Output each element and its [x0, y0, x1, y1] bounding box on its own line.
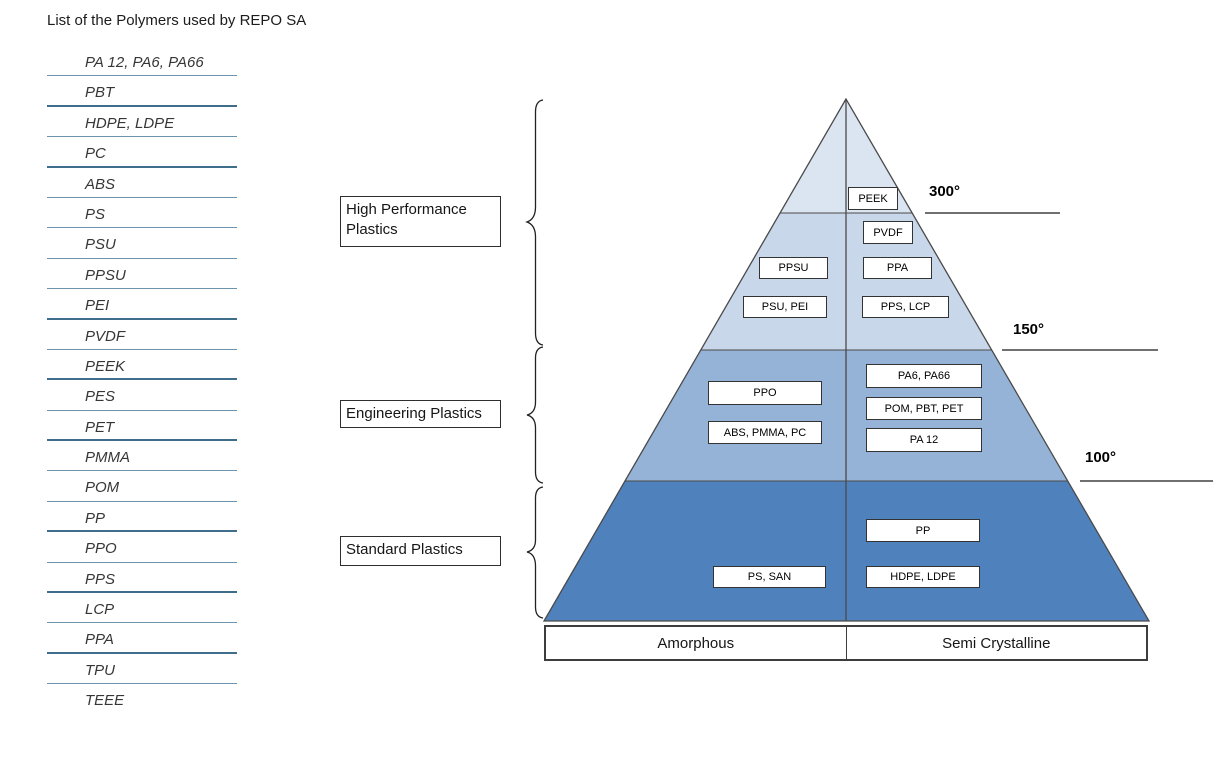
list-item: PC — [47, 137, 237, 168]
list-item: PET — [47, 411, 237, 442]
list-item: POM — [47, 471, 237, 502]
temp-label-100: 100° — [1085, 449, 1117, 466]
list-item: TPU — [47, 654, 237, 685]
pyramid-box-pps-lcp: PPS, LCP — [862, 296, 949, 318]
pyramid-box-hdpe-ldpe: HDPE, LDPE — [866, 566, 980, 588]
morphology-axis-table: Amorphous Semi Crystalline — [544, 625, 1148, 661]
brace-standard — [526, 486, 544, 619]
pyramid-box-pa6-pa66: PA6, PA66 — [866, 364, 982, 388]
pyramid-box-ppo: PPO — [708, 381, 822, 405]
list-item: PSU — [47, 228, 237, 259]
list-item: PP — [47, 502, 237, 533]
pyramid-box-pa12: PA 12 — [866, 428, 982, 452]
pyramid-box-ps-san: PS, SAN — [713, 566, 826, 588]
list-item: PES — [47, 380, 237, 411]
list-item: PPO — [47, 532, 237, 563]
pyramid-box-abs-pmma-pc: ABS, PMMA, PC — [708, 421, 822, 444]
list-item: PPA — [47, 623, 237, 654]
pyramid-box-pp: PP — [866, 519, 980, 542]
list-item: ABS — [47, 168, 237, 198]
page-title: List of the Polymers used by REPO SA — [47, 12, 307, 29]
list-item: PS — [47, 198, 237, 229]
pyramid-box-pom-pbt-pet: POM, PBT, PET — [866, 397, 982, 420]
list-item: TEEE — [85, 692, 125, 710]
axis-cell-semi-crystalline: Semi Crystalline — [942, 634, 1051, 652]
list-item: PPSU — [47, 259, 237, 290]
pyramid-box-ppa: PPA — [863, 257, 932, 279]
list-item: PA 12, PA6, PA66 — [47, 46, 237, 77]
list-item: PPS — [47, 563, 237, 594]
list-item: PEEK — [47, 350, 237, 381]
label-standard-plastics: Standard Plastics — [340, 536, 501, 566]
list-item: PBT — [47, 76, 237, 107]
pyramid-band-standard — [544, 481, 1149, 621]
brace-engineering — [526, 346, 544, 484]
list-item: PVDF — [47, 320, 237, 350]
label-high-performance-plastics: High Performance Plastics — [340, 196, 501, 247]
label-engineering-plastics: Engineering Plastics — [340, 400, 501, 428]
temp-label-150: 150° — [1013, 321, 1045, 338]
list-item: PMMA — [47, 441, 237, 472]
list-item: LCP — [47, 593, 237, 624]
pyramid-box-psu-pei: PSU, PEI — [743, 296, 827, 318]
brace-high-performance — [525, 99, 544, 346]
list-item: HDPE, LDPE — [47, 107, 237, 138]
axis-cell-amorphous: Amorphous — [546, 627, 847, 659]
pyramid-box-peek: PEEK — [848, 187, 898, 210]
pyramid-box-ppsu: PPSU — [759, 257, 828, 279]
pyramid-band-high-performance — [701, 213, 992, 350]
temp-label-300: 300° — [929, 183, 961, 200]
pyramid-box-pvdf: PVDF — [863, 221, 913, 244]
list-item: PEI — [47, 289, 237, 320]
pyramid-band-engineering — [625, 350, 1068, 481]
pyramid-outline — [542, 97, 1151, 622]
